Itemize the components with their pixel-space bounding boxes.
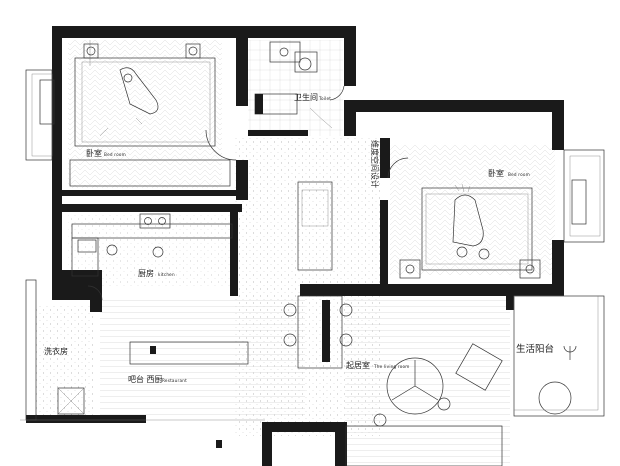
- label-bedroom-e-en: Bed room: [508, 172, 530, 177]
- dining-furniture: [129, 181, 353, 369]
- walls: [26, 26, 564, 466]
- label-living-en: The living room: [373, 364, 410, 369]
- label-kitchen-en: kitchen: [158, 272, 175, 277]
- label-living: 起居室: [346, 360, 370, 370]
- label-bedroom-nw-en: Bed room: [104, 152, 126, 157]
- toilet-fixtures: [254, 41, 333, 129]
- kitchen-furniture: [71, 213, 233, 277]
- laundry-fixtures: [57, 387, 85, 415]
- bedroom-e-furniture: [399, 179, 587, 279]
- label-toilet-en: Toilet: [318, 96, 331, 101]
- windows: [20, 40, 605, 421]
- label-balcony: 生活阳台: [516, 343, 554, 355]
- brand-vertical: 维度空间设计: [370, 140, 380, 188]
- label-kitchen: 厨房: [138, 268, 154, 278]
- label-bar-western: 吧台 西厨: [128, 374, 163, 384]
- doors: [87, 85, 409, 301]
- living-furniture: [345, 343, 577, 466]
- bedroom-nw-furniture: [39, 43, 231, 187]
- label-bar-western-en: Restaurant: [162, 378, 187, 383]
- label-bedroom-e: 卧室: [488, 168, 504, 178]
- room-labels: 卧室 Bed room 卫生间 Toilet 卧室 Bed room 厨房 ki…: [44, 92, 554, 384]
- floor-finishes: [35, 40, 555, 465]
- label-bedroom-nw: 卧室: [86, 148, 102, 158]
- label-laundry: 洗衣房: [44, 346, 68, 356]
- label-toilet: 卫生间: [294, 92, 318, 102]
